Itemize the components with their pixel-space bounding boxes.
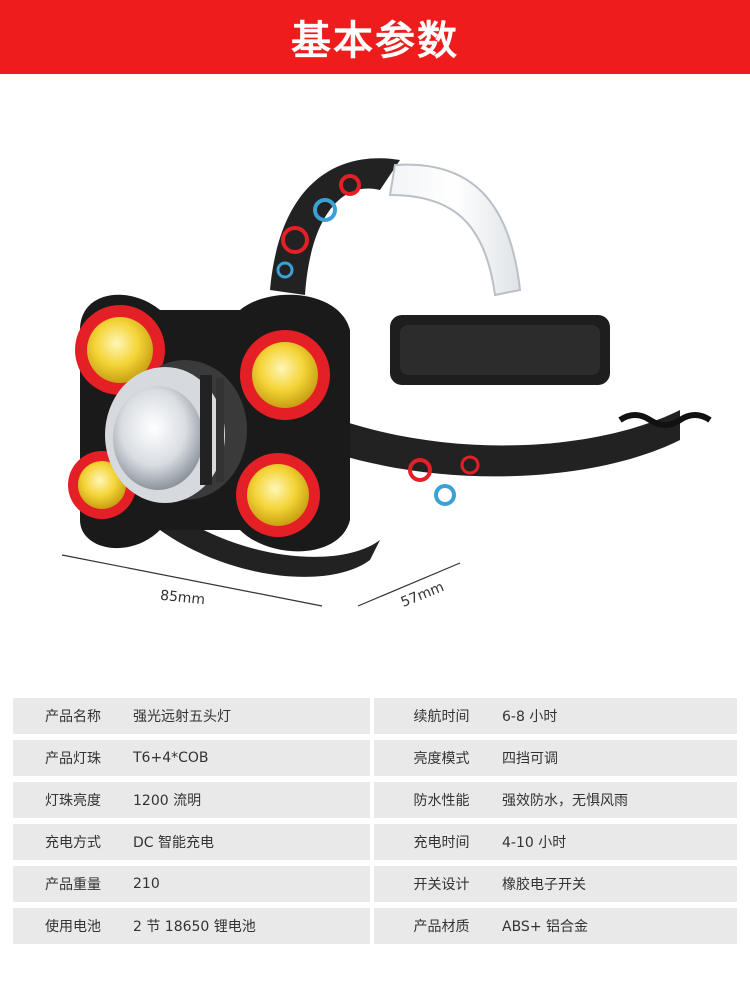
spec-key: 充电时间 (413, 835, 470, 851)
spec-row: 使用电池 2 节 18650 锂电池 产品材质 ABS+ 铝合金 (13, 908, 737, 944)
spec-divider (370, 740, 374, 776)
spec-divider (370, 782, 374, 818)
spec-value: 强效防水，无惧风雨 (502, 793, 628, 809)
spec-row: 产品灯珠 T6+4*COB 亮度模式 四挡可调 (13, 740, 737, 776)
spec-value: 强光远射五头灯 (133, 709, 231, 725)
spec-key: 开关设计 (413, 877, 470, 893)
spec-key: 产品灯珠 (45, 751, 101, 767)
spec-divider (370, 908, 374, 944)
spec-value: 6-8 小时 (502, 709, 558, 725)
spec-divider (370, 866, 374, 902)
spec-divider (370, 824, 374, 860)
page-title: 基本参数 (291, 18, 459, 64)
spec-row: 产品重量 210 开关设计 橡胶电子开关 (13, 866, 737, 902)
spec-key: 充电方式 (45, 835, 101, 851)
spec-row: 产品名称 强光远射五头灯 续航时间 6-8 小时 (13, 698, 737, 734)
spec-key: 使用电池 (45, 919, 101, 935)
spec-key: 产品名称 (45, 709, 101, 725)
spec-divider (370, 698, 374, 734)
spec-key: 防水性能 (413, 793, 470, 809)
strap-pattern (276, 174, 361, 279)
spec-key: 续航时间 (413, 709, 470, 725)
spec-key: 产品重量 (45, 877, 101, 893)
title-banner: 基本参数 (0, 0, 750, 74)
spec-value: 1200 流明 (133, 793, 202, 809)
spec-row: 充电方式 DC 智能充电 充电时间 4-10 小时 (13, 824, 737, 860)
spec-value: ABS+ 铝合金 (502, 919, 589, 935)
spec-value: 四挡可调 (502, 751, 558, 767)
spec-value: 210 (133, 876, 160, 892)
main-zoom-lens (105, 360, 247, 503)
spec-value: T6+4*COB (133, 750, 209, 766)
width-dimension-line (61, 554, 323, 607)
spec-value: 2 节 18650 锂电池 (133, 919, 256, 935)
headlamp-product-image (61, 158, 712, 607)
spec-value: DC 智能充电 (133, 835, 215, 851)
spec-key: 灯珠亮度 (45, 793, 101, 809)
spec-table: 产品名称 强光远射五头灯 续航时间 6-8 小时 产品灯珠 T6+4*COB 亮… (13, 698, 737, 950)
spec-row: 灯珠亮度 1200 流明 防水性能 强效防水，无惧风雨 (13, 782, 737, 818)
spec-value: 4-10 小时 (502, 835, 567, 851)
cob-lens-top-right (240, 330, 330, 420)
spec-key: 亮度模式 (413, 751, 470, 767)
spec-key: 产品材质 (413, 919, 470, 935)
cob-lens-bottom-right (236, 453, 320, 537)
spec-value: 橡胶电子开关 (502, 877, 586, 893)
depth-dimension-line (357, 562, 461, 607)
